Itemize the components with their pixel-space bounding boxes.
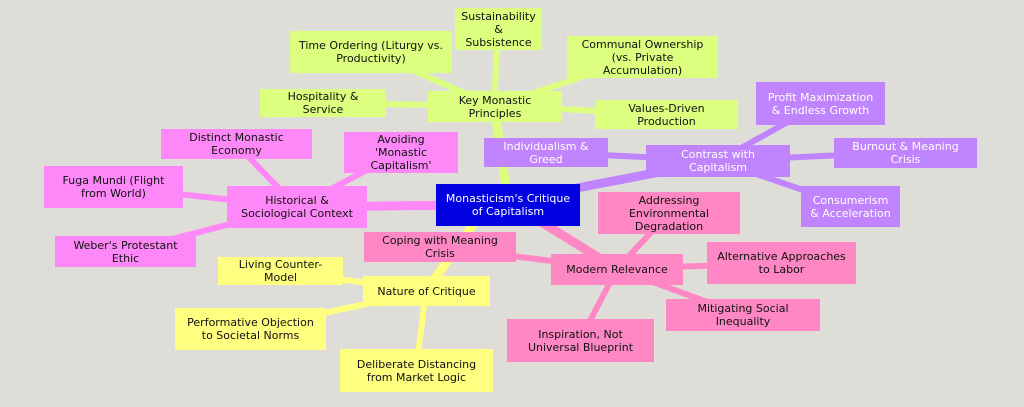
node-alternative-labor[interactable]: Alternative Approaches to Labor	[707, 242, 856, 284]
node-nature-critique[interactable]: Nature of Critique	[363, 276, 490, 306]
node-living-counter-model[interactable]: Living Counter-Model	[218, 257, 343, 285]
node-fuga-mundi[interactable]: Fuga Mundi (Flight from World)	[44, 166, 183, 208]
node-social-inequality[interactable]: Mitigating Social Inequality	[666, 299, 820, 331]
node-performative-objection[interactable]: Performative Objection to Societal Norms	[175, 308, 326, 350]
node-environmental[interactable]: Addressing Environmental Degradation	[598, 192, 740, 234]
node-inspiration[interactable]: Inspiration, Not Universal Blueprint	[507, 319, 654, 362]
node-deliberate-distancing[interactable]: Deliberate Distancing from Market Logic	[340, 349, 493, 392]
node-distinct-economy[interactable]: Distinct Monastic Economy	[161, 129, 312, 159]
node-avoiding-monastic-capitalism[interactable]: Avoiding 'Monastic Capitalism'	[344, 132, 458, 173]
node-profit-maximization[interactable]: Profit Maximization & Endless Growth	[756, 82, 885, 125]
node-hospitality[interactable]: Hospitality & Service	[260, 89, 386, 117]
node-weber[interactable]: Weber's Protestant Ethic	[55, 236, 196, 267]
node-values-driven[interactable]: Values-Driven Production	[595, 100, 738, 129]
root-node[interactable]: Monasticism's Critique of Capitalism	[436, 184, 580, 226]
node-communal-ownership[interactable]: Communal Ownership (vs. Private Accumula…	[567, 36, 718, 78]
node-historical-context[interactable]: Historical & Sociological Context	[227, 186, 367, 228]
node-key-monastic-principles[interactable]: Key Monastic Principles	[428, 91, 562, 122]
node-contrast-capitalism[interactable]: Contrast with Capitalism	[646, 145, 790, 177]
node-consumerism[interactable]: Consumerism & Acceleration	[801, 186, 900, 227]
node-coping-meaning[interactable]: Coping with Meaning Crisis	[364, 232, 516, 262]
node-modern-relevance[interactable]: Modern Relevance	[551, 254, 683, 285]
node-sustainability[interactable]: Sustainability & Subsistence	[455, 8, 542, 50]
node-burnout[interactable]: Burnout & Meaning Crisis	[834, 138, 977, 168]
node-individualism[interactable]: Individualism & Greed	[484, 138, 608, 167]
node-time-ordering[interactable]: Time Ordering (Liturgy vs. Productivity)	[290, 31, 452, 73]
